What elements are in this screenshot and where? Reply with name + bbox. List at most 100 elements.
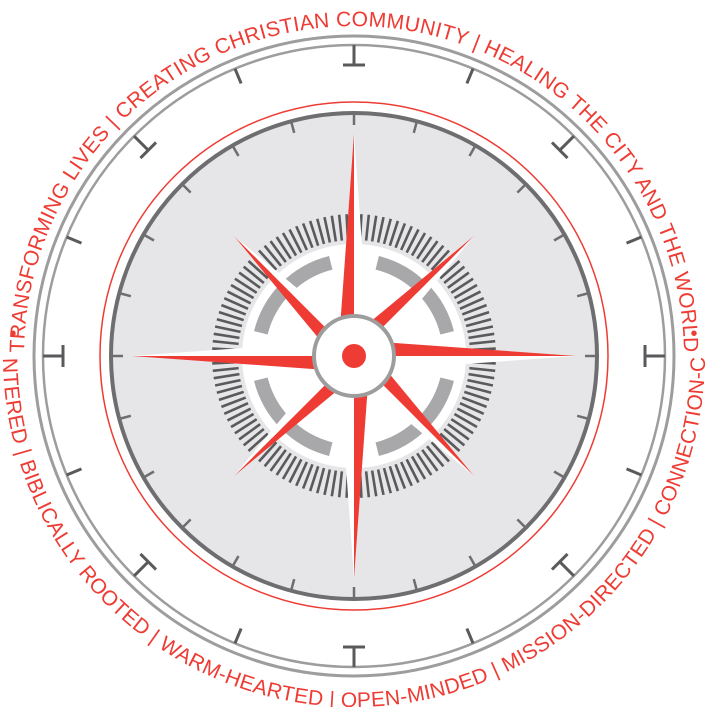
- bezel-t-stem: [558, 560, 575, 577]
- band-tick: [394, 222, 407, 249]
- band-tick: [238, 423, 261, 441]
- bezel-t-bar: [550, 552, 569, 571]
- outer-bezel-ring: [32, 34, 676, 678]
- outer-bezel-ticks: [43, 45, 665, 667]
- band-tick: [258, 249, 278, 271]
- band-tick: [463, 310, 490, 322]
- rose-point-red: [338, 134, 354, 356]
- band-tick: [315, 467, 326, 494]
- band-tick: [399, 225, 413, 251]
- band-tick: [416, 236, 433, 260]
- band-tick: [301, 463, 314, 490]
- band-tick: [213, 332, 240, 340]
- dial-tick: [181, 183, 192, 194]
- rose-point-red: [132, 356, 354, 372]
- band-tick: [425, 244, 445, 267]
- band-tick: [247, 260, 269, 280]
- band-tick: [242, 427, 265, 447]
- band-tick: [430, 441, 450, 463]
- band-tick: [315, 218, 326, 245]
- bezel-tick: [66, 235, 83, 245]
- bezel-t-bar: [550, 141, 569, 160]
- band-tick: [467, 325, 494, 334]
- band-tick: [281, 232, 298, 257]
- band-tick: [214, 325, 241, 334]
- band-tick: [447, 271, 470, 289]
- dial-tick: [516, 183, 527, 194]
- bezel-t-bar: [139, 552, 158, 571]
- bezel-tick: [66, 467, 83, 477]
- band-tick: [275, 452, 292, 476]
- band-tick: [382, 467, 393, 494]
- band-tick: [364, 214, 371, 241]
- dial-tick: [231, 144, 240, 157]
- dial-tick: [289, 120, 296, 134]
- band-tick: [337, 471, 344, 498]
- band-tick: [459, 297, 485, 311]
- band-tick: [410, 232, 427, 257]
- band-tick: [238, 271, 261, 289]
- rose-point-red: [354, 356, 370, 578]
- dial-tick: [412, 120, 419, 134]
- band-tick: [330, 470, 338, 497]
- band-tick: [461, 303, 488, 316]
- inner-dial-ticks: [111, 113, 597, 599]
- band-tick: [275, 236, 292, 260]
- dial-tick: [468, 555, 477, 568]
- band-tick: [323, 469, 332, 496]
- dial-tick: [118, 414, 132, 421]
- rose-point-white: [354, 356, 576, 372]
- dial-tick: [142, 233, 155, 242]
- band-tick: [242, 265, 265, 285]
- band-tick: [382, 218, 393, 245]
- band-tick: [469, 339, 496, 346]
- left-dot-marker: •: [9, 323, 16, 345]
- rose-point-white: [338, 356, 354, 578]
- band-tick: [421, 449, 439, 472]
- band-tick: [388, 465, 400, 492]
- bezel-tick: [465, 68, 475, 85]
- band-tick: [376, 216, 385, 243]
- band-tick: [216, 317, 243, 328]
- band-tick: [226, 290, 252, 305]
- band-tick: [388, 220, 400, 247]
- band-tick: [467, 378, 494, 387]
- band-tick: [247, 432, 269, 452]
- band-tick: [212, 339, 239, 346]
- band-tick: [439, 432, 461, 452]
- band-tick: [295, 461, 309, 487]
- compass-hub-dot: [342, 344, 366, 368]
- band-tick: [337, 214, 344, 241]
- band-tick: [269, 449, 287, 472]
- bezel-tick: [465, 627, 475, 644]
- bezel-t-stem: [133, 135, 150, 152]
- dial-tick: [142, 470, 155, 479]
- right-dot-marker: •: [690, 323, 697, 345]
- band-tick: [456, 290, 482, 305]
- bezel-t-stem: [133, 560, 150, 577]
- band-tick: [214, 378, 241, 387]
- band-tick: [430, 249, 450, 271]
- band-tick: [370, 470, 378, 497]
- band-tick: [447, 423, 470, 441]
- band-tick: [230, 283, 255, 300]
- band-tick: [230, 412, 255, 429]
- band-tick: [456, 407, 482, 422]
- bezel-tick: [625, 467, 642, 477]
- rose-point-white: [132, 340, 354, 356]
- band-tick: [450, 418, 474, 435]
- radial-tick-band: [212, 214, 496, 498]
- band-tick: [439, 260, 461, 280]
- dial-tick: [576, 291, 590, 298]
- bezel-tick: [625, 235, 642, 245]
- band-tick: [295, 225, 309, 251]
- band-tick: [218, 310, 245, 322]
- band-tick: [443, 265, 466, 285]
- bezel-t-bar: [139, 141, 158, 160]
- band-tick: [450, 277, 474, 294]
- band-tick: [405, 228, 420, 254]
- dial-tick: [118, 291, 132, 298]
- band-tick: [213, 372, 240, 380]
- band-tick: [308, 465, 320, 492]
- band-tick: [394, 463, 407, 490]
